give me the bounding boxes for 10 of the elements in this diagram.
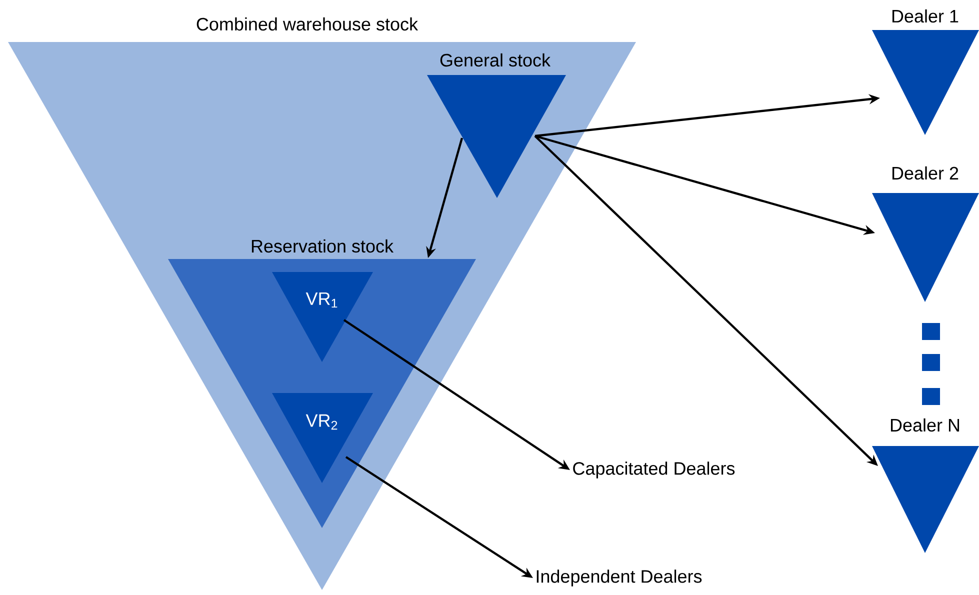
label: VR$_{2}$	[306, 414, 338, 430]
heading: Dealer N	[890, 418, 960, 432]
label: VR$_{1}$	[306, 292, 338, 308]
heading: Reservation stock	[252, 239, 394, 253]
heading: Dealer 1	[892, 9, 958, 23]
heading: General stock	[440, 53, 551, 67]
label: Independent Dealers	[536, 570, 702, 586]
label: Capacitated Dealers	[573, 462, 735, 478]
heading: Dealer 2	[892, 166, 958, 180]
heading: Combined warehouse stock	[196, 17, 418, 31]
